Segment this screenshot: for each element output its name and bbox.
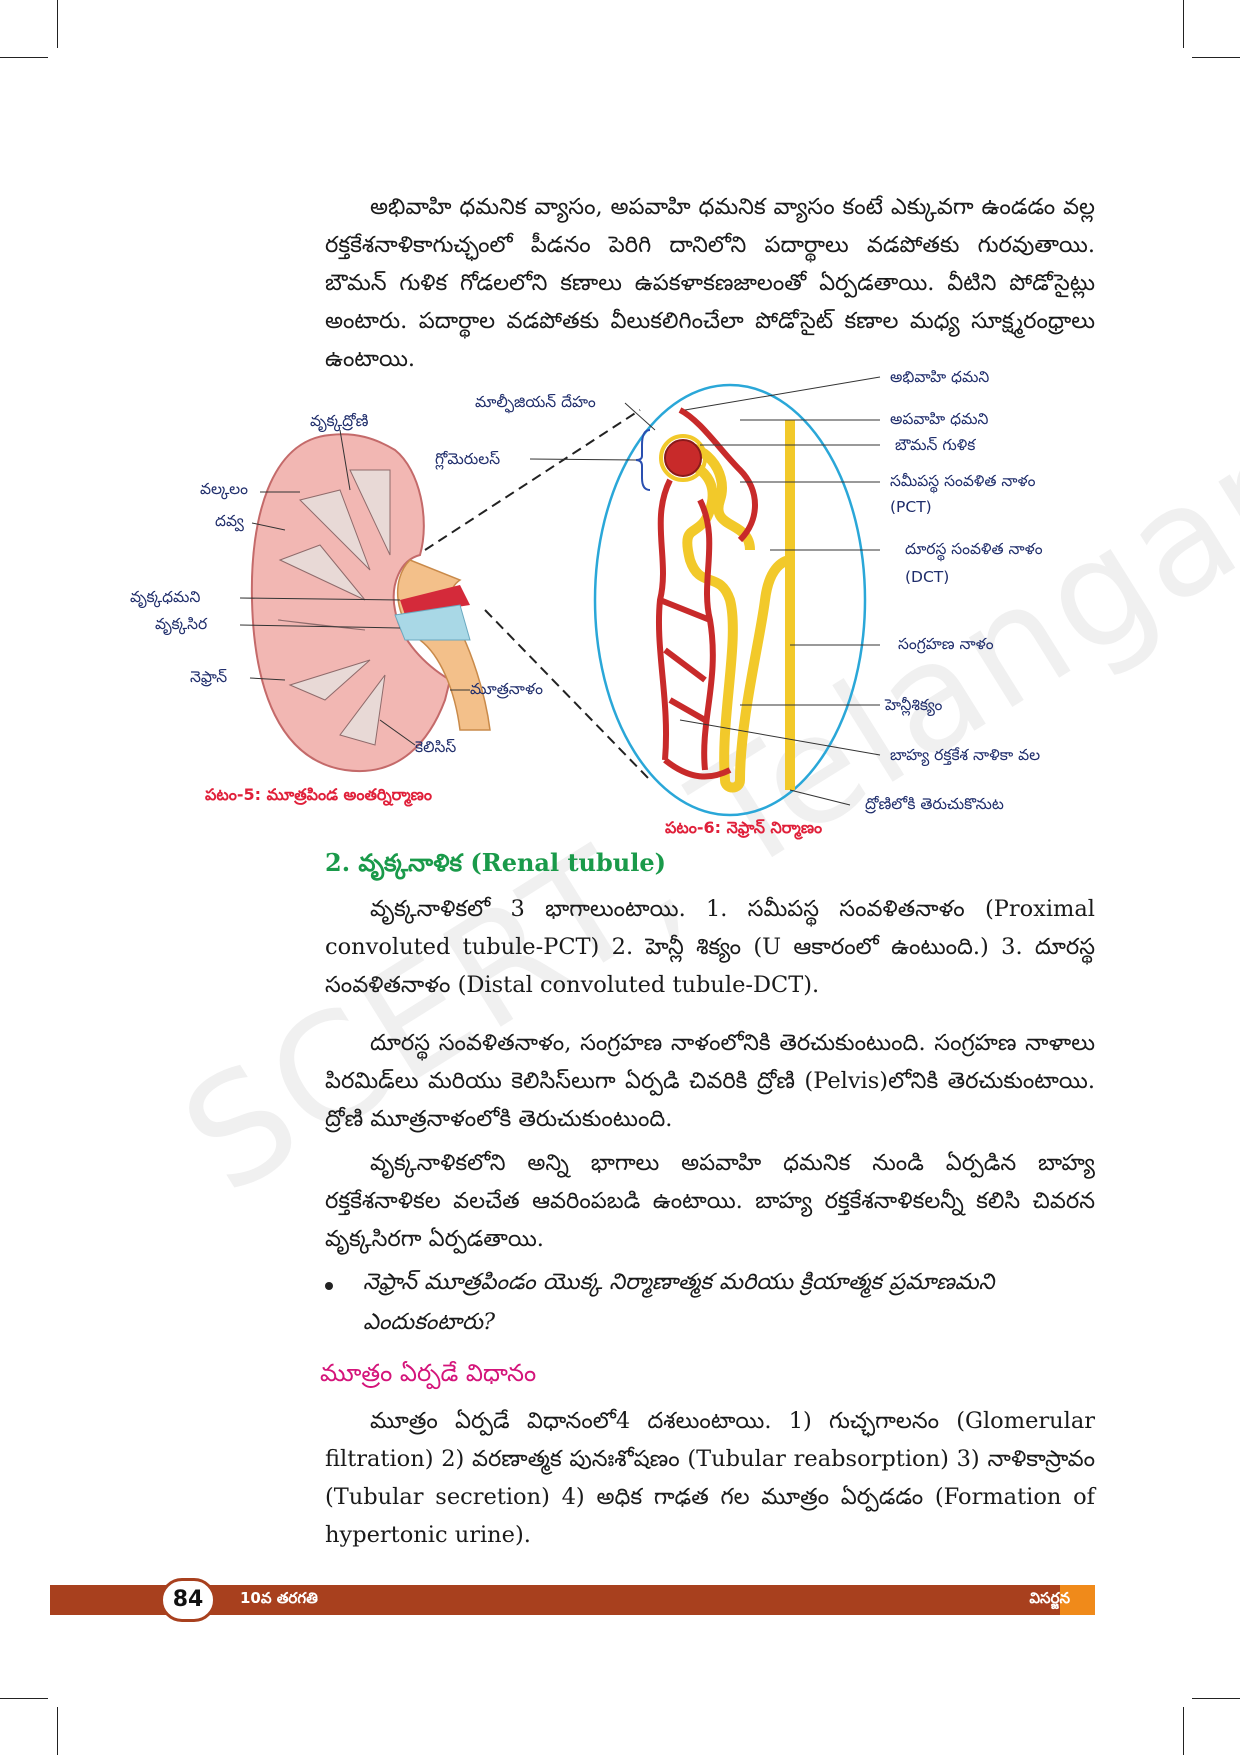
paragraph-text: మూత్రం ఏర్పడే విధానంలో4 దశలుంటాయి. 1) గు… (325, 1408, 1095, 1548)
paragraph-text: వృక్కనాళికలోని అన్ని భాగాలు అపవాహి ధమనిక… (325, 1150, 1095, 1252)
label-malpighian: మాల్ఫీజియన్ దేహం (475, 393, 596, 411)
footer-chapter: విసర్జన (1029, 1589, 1070, 1607)
crop-mark (57, 0, 58, 48)
caption-nephron: పటం-6: నెఫ్రాన్ నిర్మాణం (665, 818, 823, 837)
label-opens-pelvis: ద్రోణిలోకి తెరుచుకొనుట (865, 795, 1004, 813)
crop-mark (0, 57, 48, 58)
nephron-diagram (529, 376, 881, 817)
paragraph-text: దూరస్థ సంవళితనాళం, సంగ్రహణ నాళంలోనికి తె… (325, 1030, 1095, 1132)
label-medulla: దవ్వ (215, 512, 244, 530)
crop-mark (0, 1698, 48, 1699)
label-pct: సమీపస్థ సంవళిత నాళం (890, 472, 1036, 490)
paragraph-text: అభివాహి ధమనిక వ్యాసం, అపవాహి ధమనిక వ్యాస… (325, 194, 1095, 372)
paragraph-urine-stages: మూత్రం ఏర్పడే విధానంలో4 దశలుంటాయి. 1) గు… (325, 1402, 1095, 1554)
label-henle-loop: హెన్లీశిక్యం (885, 696, 943, 714)
paragraph-capillaries: వృక్కనాళికలోని అన్ని భాగాలు అపవాహి ధమనిక… (325, 1144, 1095, 1258)
label-dct-abbr: (DCT) (905, 568, 950, 586)
crop-mark (1192, 57, 1240, 58)
label-renal-artery: వృక్కధమని (130, 588, 201, 606)
label-capillary-net: బాహ్య రక్తకేశ నాళికా వల (890, 746, 1041, 764)
label-renal-vein: వృక్కసిర (155, 615, 208, 633)
kidney-diagram (239, 429, 491, 773)
paragraph-text: వృక్కనాళికలో 3 భాగాలుంటాయి. 1. సమీపస్థ స… (325, 896, 1095, 998)
zoom-lines (424, 409, 651, 781)
crop-mark (1183, 1707, 1184, 1755)
footer-accent (1060, 1585, 1095, 1615)
page-number: 84 (160, 1578, 216, 1622)
bullet-icon (325, 1282, 333, 1290)
paragraph-glomerular-pressure: అభివాహి ధమనిక వ్యాసం, అపవాహి ధమనిక వ్యాస… (325, 188, 1095, 378)
heading-renal-tubule: 2. వృక్కనాళిక (Renal tubule) (325, 848, 666, 877)
label-nephron: నెఫ్రాన్ (190, 668, 228, 686)
label-glomerulus: గ్లోమెరులస్ (435, 450, 501, 468)
paragraph-tubule-parts: వృక్కనాళికలో 3 భాగాలుంటాయి. 1. సమీపస్థ స… (325, 890, 1095, 1004)
footer-class-label: 10వ తరగతి (240, 1589, 318, 1607)
label-collecting-duct: సంగ్రహణ నాళం (898, 635, 994, 653)
label-afferent: అభివాహి ధమని (890, 368, 990, 386)
caption-kidney: పటం-5: మూత్రపిండ అంతర్నిర్మాణం (205, 785, 432, 804)
question-nephron: నెఫ్రాన్ మూత్రపిండం యొక్క నిర్మాణాత్మక మ… (363, 1269, 995, 1335)
paragraph-collecting-duct: దూరస్థ సంవళితనాళం, సంగ్రహణ నాళంలోనికి తె… (325, 1024, 1095, 1138)
crop-mark (57, 1707, 58, 1755)
crop-mark (1192, 1698, 1240, 1699)
label-pct-abbr: (PCT) (890, 498, 932, 516)
footer-bar (50, 1585, 1095, 1615)
label-bowman: బౌమన్ గుళిక (895, 436, 976, 454)
label-efferent: అపవాహి ధమని (890, 410, 989, 428)
label-calyces: కెలిసిస్ (415, 738, 457, 756)
label-cortex: వల్కలం (200, 480, 248, 498)
heading-urine-formation: మూత్రం ఏర్పడే విధానం (320, 1359, 537, 1387)
label-dct: దూరస్థ సంవళిత నాళం (905, 540, 1043, 558)
label-ureter: మూత్రనాళం (470, 680, 543, 698)
crop-mark (1183, 0, 1184, 48)
label-pelvis: వృక్కద్రోణి (310, 412, 369, 430)
